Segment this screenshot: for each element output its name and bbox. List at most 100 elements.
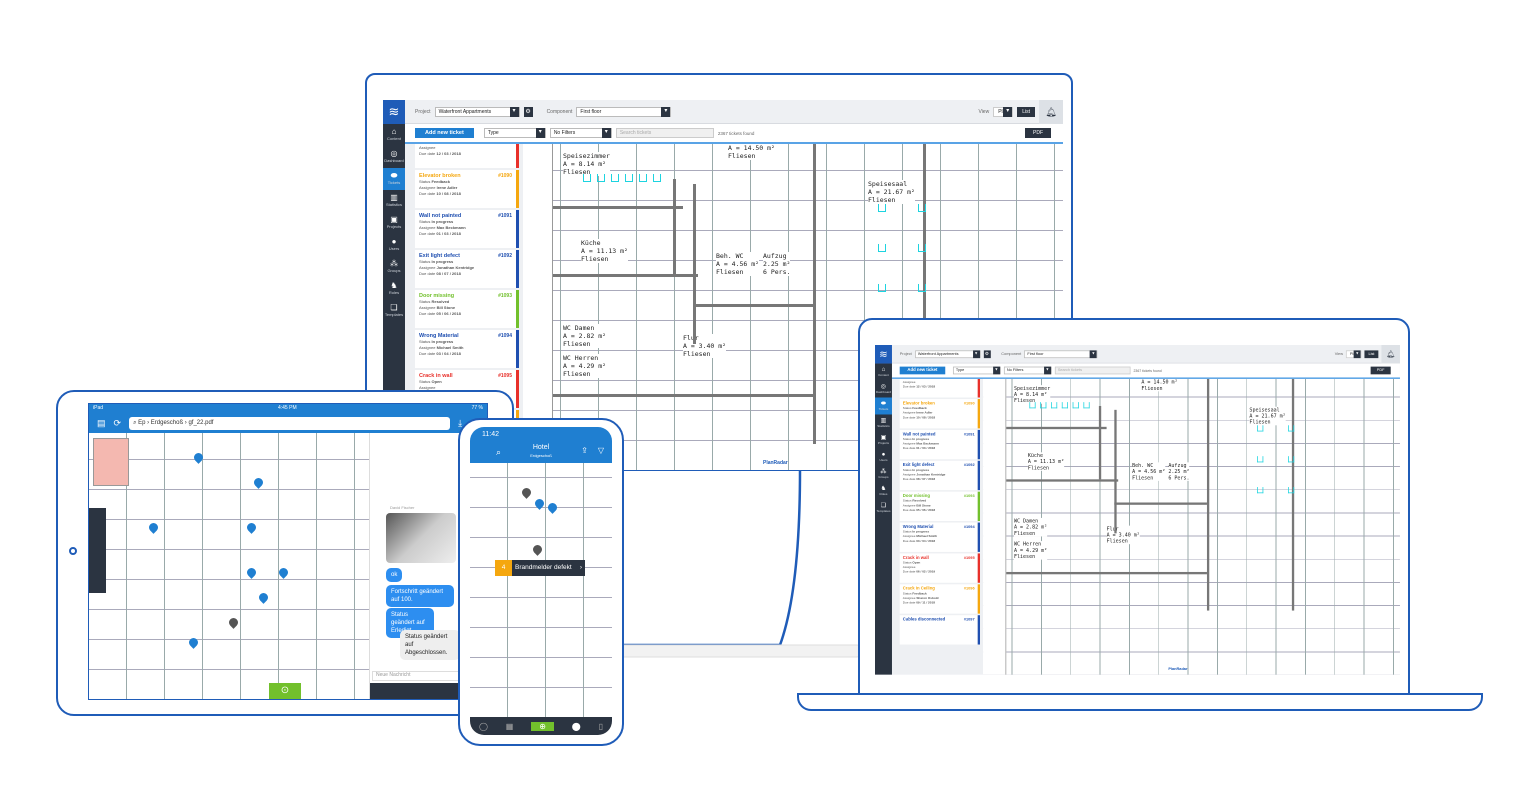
pin-icon[interactable]: ⬤ [571, 721, 581, 731]
ticket-pin[interactable] [245, 566, 258, 579]
sidebar-item-tickets[interactable]: ⬬Tickets [383, 168, 405, 190]
ticket-pin[interactable] [147, 521, 160, 534]
filters-select[interactable]: No Filters [1003, 366, 1052, 375]
sidebar-item-groups[interactable]: ⁂Groups [383, 256, 405, 278]
component-label: Component [1001, 351, 1022, 357]
sidebar-item-dashboard[interactable]: ◎Dashboard [875, 381, 892, 398]
ticket-pin[interactable] [245, 521, 258, 534]
path-search-field[interactable]: ⌕ Ep › Erdgeschoß › gf_22.pdf [129, 416, 451, 430]
comment-photo[interactable] [386, 513, 456, 563]
sidebar-item-groups[interactable]: ⁂Groups [875, 465, 892, 482]
settings-icon[interactable]: ⚙ [523, 106, 533, 117]
logo: ≋ [875, 345, 892, 364]
search-icon[interactable]: ⌕ [496, 447, 502, 457]
ticket-pin[interactable] [257, 591, 270, 604]
component-select[interactable]: First floor [576, 106, 672, 117]
filters-select[interactable]: No Filters [549, 128, 612, 138]
filter-icon[interactable]: ▽ [597, 446, 604, 455]
ticket-pin[interactable] [277, 566, 290, 579]
sidebar-item-statistics[interactable]: ▥Statistics [383, 190, 405, 212]
ticket-pin[interactable] [533, 497, 546, 510]
view-list-button[interactable]: List [1017, 106, 1035, 117]
project-select[interactable]: Waterfront Appartments [434, 106, 520, 117]
view-plan-button[interactable]: Plan [993, 106, 1014, 117]
sidebar-item-label: Users [388, 246, 400, 251]
planradar-logo: PlanRadar [763, 460, 788, 466]
ticket-pin[interactable] [520, 486, 533, 499]
ticket-pin[interactable] [227, 616, 240, 629]
ticket-pin[interactable] [187, 636, 200, 649]
ticket-due-value: 12 / 03 / 2018 [436, 151, 461, 156]
add-ticket-button[interactable]: Add new ticket [415, 128, 474, 138]
sidebar-item-projects[interactable]: ▣Projects [875, 431, 892, 448]
sidebar-item-users[interactable]: ●Users [875, 448, 892, 465]
list-icon[interactable]: ▦ [505, 721, 514, 731]
room-label: Speisezimmer A = 8.14 m² Fliesen [1013, 385, 1051, 404]
sidebar-item-content[interactable]: ⌂Content [875, 364, 892, 381]
home-button[interactable] [69, 547, 77, 555]
ticket-pin[interactable] [546, 501, 559, 514]
type-filter-select[interactable]: Type [483, 128, 546, 138]
search-input[interactable]: Search tickets [615, 128, 714, 138]
document-icon[interactable]: ▯ [598, 721, 604, 731]
sidebar-item-roles[interactable]: ♞Roles [875, 482, 892, 499]
chat-icon[interactable]: ◯ [478, 721, 488, 731]
sidebar-item-templates[interactable]: ❏Templates [875, 499, 892, 516]
ticket-status-label: Status [419, 299, 431, 304]
ticket-popup[interactable]: 4 Brandmelder defekt› [495, 560, 585, 576]
add-ticket-button[interactable]: Add new ticket [899, 366, 946, 375]
sidebar-item-dashboard[interactable]: ◎Dashboard [383, 146, 405, 168]
project-select[interactable]: Waterfront Appartments [914, 350, 981, 358]
ticket-pin[interactable] [531, 543, 544, 556]
phone-plan[interactable]: 4 Brandmelder defekt› [470, 463, 612, 717]
view-plan-button[interactable]: Plan [1346, 350, 1362, 358]
chair [625, 174, 633, 182]
sidebar-item-users[interactable]: ●Users [383, 234, 405, 256]
ticket-pin[interactable] [192, 451, 205, 464]
view-list-button[interactable]: List [1364, 350, 1379, 358]
sidebar-item-statistics[interactable]: ▥Statistics [875, 414, 892, 431]
download-icon[interactable]: ⤓ [458, 417, 463, 428]
pdf-export-button[interactable]: PDF [1370, 366, 1391, 375]
component-select[interactable]: First floor [1024, 350, 1098, 358]
sidebar-item-roles[interactable]: ♞Roles [383, 278, 405, 300]
sidebar-item-projects[interactable]: ▣Projects [383, 212, 405, 234]
notification-bell-icon[interactable]: 🔔︎ [1039, 100, 1063, 124]
add-ticket-button[interactable]: ⊙ [269, 683, 301, 699]
search-input[interactable]: Search tickets [1054, 366, 1131, 375]
sync-icon[interactable]: ⟳ [113, 417, 122, 428]
ticket-status: Status Feedback [419, 179, 512, 185]
menu-icon[interactable]: ▤ [97, 417, 106, 428]
notification-bell-icon[interactable]: 🔔︎ [1381, 345, 1400, 364]
add-ticket-button[interactable]: ⊕ [531, 721, 554, 731]
ticket-card[interactable]: Cables disconnected#1097 [899, 615, 980, 645]
type-filter-select[interactable]: Type [952, 366, 1001, 375]
sidebar-item-templates[interactable]: ❏Templates [383, 300, 405, 322]
pdf-export-button[interactable]: PDF [1025, 128, 1051, 138]
sidebar-item-content[interactable]: ⌂Content [383, 124, 405, 146]
sidebar-item-tickets[interactable]: ⬬Tickets [875, 397, 892, 415]
minimap[interactable] [93, 438, 129, 486]
share-icon[interactable]: ⇪ [581, 446, 588, 455]
ticket-pin[interactable] [252, 476, 265, 489]
settings-icon[interactable]: ⚙ [983, 350, 991, 358]
tablet-plan[interactable]: ⊙ [89, 433, 369, 699]
